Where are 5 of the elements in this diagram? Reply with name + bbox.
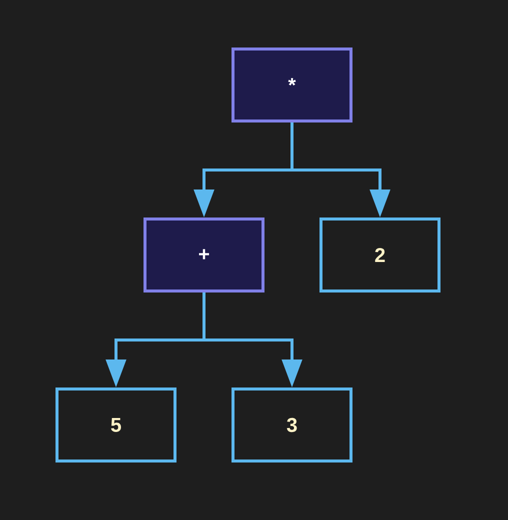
operator-box: *: [232, 48, 352, 122]
value-box: 3: [232, 388, 352, 462]
operator-box: +: [144, 218, 264, 292]
value-box: 2: [320, 218, 440, 292]
value-box: 5: [56, 388, 176, 462]
